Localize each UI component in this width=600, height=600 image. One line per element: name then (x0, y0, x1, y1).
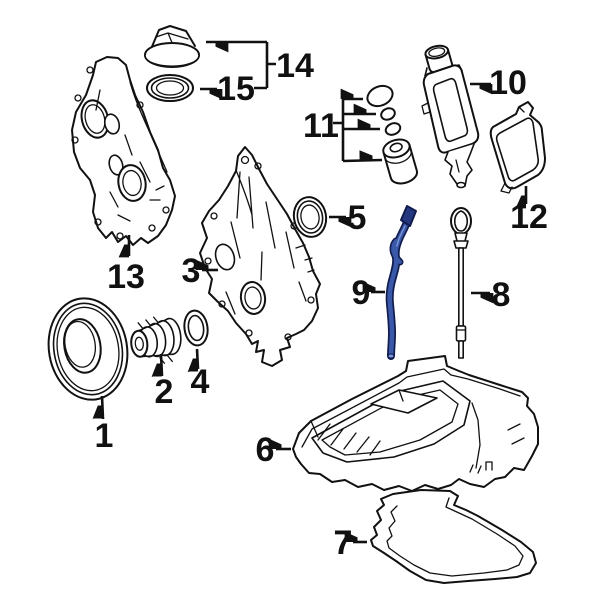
part-3-outline (199, 146, 321, 367)
callout-6-label[interactable]: 6 (256, 431, 275, 469)
callout-11-label[interactable]: 11 (303, 107, 339, 145)
callout-12-label[interactable]: 12 (510, 198, 548, 236)
part-13-hole-inner (84, 104, 106, 134)
part-round-seal[interactable] (291, 195, 329, 240)
part-timing-cover-left[interactable] (71, 56, 176, 246)
part-8-neck (453, 232, 469, 249)
part-8-tip (457, 340, 464, 359)
part-1-groove (56, 306, 120, 392)
callout-7-label[interactable]: 7 (334, 524, 353, 562)
callout-3-label[interactable]: 3 (182, 252, 201, 290)
callout-14-label[interactable]: 14 (276, 47, 314, 85)
callout-5-label[interactable]: 5 (348, 199, 367, 237)
part-lower-oil-pan[interactable] (370, 489, 537, 584)
part-8-rod (457, 247, 464, 327)
callout-4: 4 (191, 348, 210, 401)
part-oil-filter-housing[interactable] (421, 44, 480, 189)
part-housing-side-cover[interactable] (489, 101, 546, 194)
part-timing-cover-center[interactable] (199, 146, 321, 367)
callout-2-arrow (161, 353, 164, 376)
part-11-filter-seam (384, 149, 412, 164)
part-2-bore (134, 336, 144, 351)
part-8-collar (455, 325, 467, 342)
part-upper-oil-pan[interactable] (292, 355, 539, 492)
part-2-edges (137, 316, 174, 364)
part-crankshaft-hub-gear[interactable] (129, 315, 184, 367)
part-1-bore-inner (64, 320, 97, 368)
part-8-loop-hole (453, 210, 469, 232)
part-12-panel (495, 117, 540, 182)
part-13-oval (103, 113, 121, 135)
callout-1-label[interactable]: 1 (95, 417, 114, 455)
part-3-oval (214, 243, 236, 271)
callout-2: 2 (155, 353, 174, 411)
callout-3: 3 (182, 252, 218, 290)
part-13-boss-inner (122, 169, 142, 197)
part-oil-filler-cap[interactable] (144, 25, 200, 68)
callout-1: 1 (95, 395, 114, 455)
part-3-details (204, 155, 315, 341)
callout-13-label[interactable]: 13 (107, 258, 145, 296)
callout-4-label[interactable]: 4 (191, 363, 210, 401)
part-11-oring-small-2 (384, 122, 402, 136)
tube-highlight (396, 225, 406, 247)
part-13-details (71, 66, 170, 240)
part-7-lip (386, 497, 524, 577)
part-11-filter-cartridge (382, 138, 419, 185)
callout-1-arrow (102, 395, 105, 420)
callout-13: 13 (107, 235, 145, 296)
callout-11: 11 (303, 99, 383, 163)
part-10-panel (432, 77, 469, 143)
part-crankshaft-seal-ring[interactable] (182, 309, 210, 347)
part-oil-filter-and-seal-kit[interactable] (364, 82, 419, 186)
part-10-spout-line (455, 159, 460, 173)
callout-4-arrow (197, 348, 200, 369)
callout-12: 12 (510, 186, 548, 236)
part-10-spout-tip (456, 181, 466, 189)
callout-9: 9 (352, 274, 385, 312)
part-3-boss-inner (244, 286, 262, 310)
callout-7: 7 (334, 524, 367, 562)
callout-14: 14 (206, 40, 314, 90)
part-oil-dipstick-tube-highlighted[interactable] (385, 205, 417, 360)
tube-cap (400, 205, 417, 227)
callout-6: 6 (256, 431, 291, 469)
part-crankshaft-pulley[interactable] (41, 292, 136, 406)
callout-10: 10 (470, 64, 527, 102)
part-6-baffle (370, 389, 438, 414)
callout-15: 15 (200, 70, 255, 108)
part-6-fins (317, 389, 404, 456)
tube-open-end (387, 353, 395, 359)
callout-15-label[interactable]: 15 (217, 70, 255, 108)
callout-5: 5 (329, 199, 366, 237)
part-11-filter-hole (389, 142, 403, 153)
part-11-oring-large (366, 84, 394, 108)
part-14-base-wall (144, 54, 200, 68)
callout-8-label[interactable]: 8 (492, 276, 511, 314)
callout-11-arm-4 (342, 160, 383, 163)
callout-8: 8 (471, 276, 510, 314)
part-10-foot (421, 102, 431, 115)
callout-14-bracket (254, 42, 276, 90)
part-11-oring-small-1 (380, 107, 396, 121)
part-6-rim (301, 368, 521, 448)
part-5-inner (300, 204, 320, 230)
part-10-cap-inner (428, 47, 446, 58)
tube-branch-fill (391, 239, 402, 264)
part-15-inner (155, 80, 185, 96)
callout-9-label[interactable]: 9 (352, 274, 371, 312)
part-filler-cap-seal[interactable] (146, 74, 194, 102)
part-4-inner (187, 314, 205, 342)
callout-10-label[interactable]: 10 (489, 64, 527, 102)
part-oil-dipstick[interactable] (450, 207, 472, 359)
part-7-outline (370, 489, 537, 584)
part-12-foot (500, 106, 525, 194)
callout-2-label[interactable]: 2 (155, 373, 174, 411)
part-6-sump-details (310, 402, 525, 474)
